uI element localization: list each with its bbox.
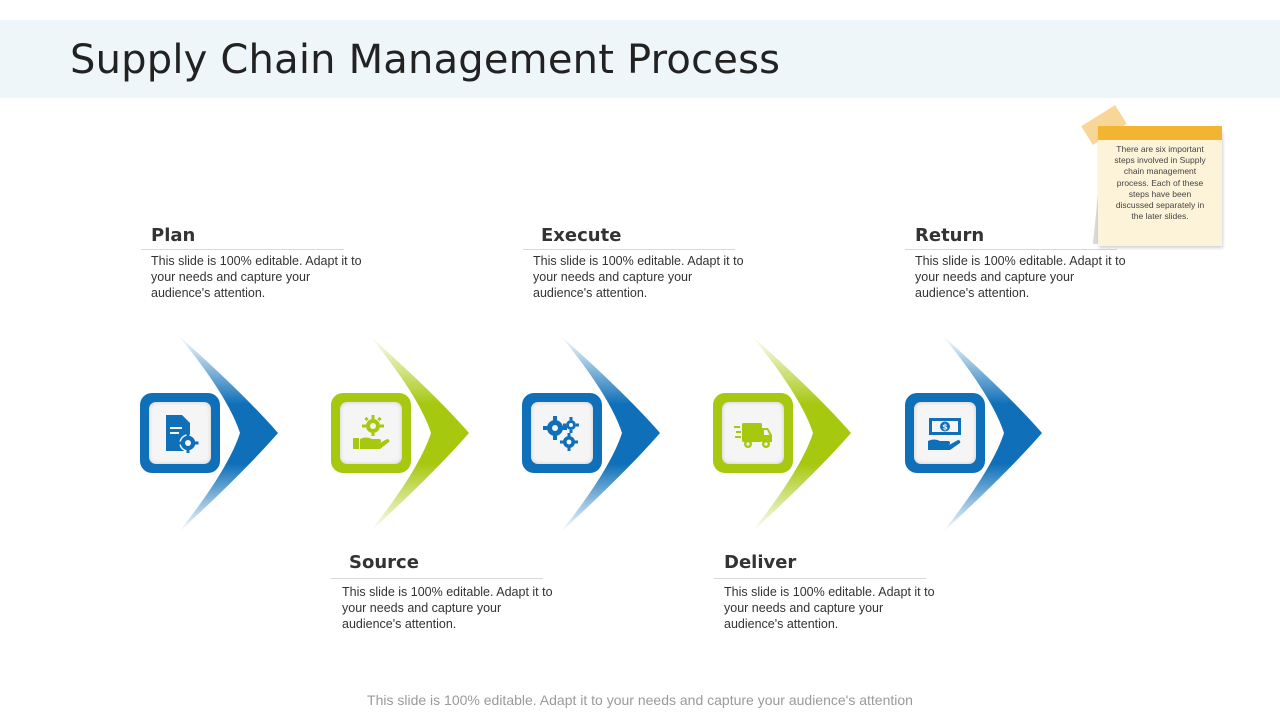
step-title-return: Return [915,225,985,246]
step-divider-execute [523,249,735,250]
chevron-return [942,335,1042,533]
step-title-source: Source [349,552,419,573]
chevron-plan [178,335,278,533]
plan-icon-box [140,393,220,473]
chevron-deliver [751,335,851,533]
sticky-note-text: There are six important steps involved i… [1114,144,1206,222]
step-text-source: This slide is 100% editable. Adapt it to… [342,585,553,631]
step-text-return: This slide is 100% editable. Adapt it to… [915,254,1126,300]
sticky-note-header [1098,126,1222,140]
hand-gear-icon [353,415,390,449]
return-icon-box: $ [905,393,985,473]
step-divider-deliver [714,578,926,579]
money-hand-icon: $ [928,418,961,450]
page-title: Supply Chain Management Process [70,37,781,83]
step-text-deliver: This slide is 100% editable. Adapt it to… [724,585,935,631]
step-title-deliver: Deliver [724,552,797,573]
step-title-plan: Plan [151,225,196,246]
step-title-execute: Execute [541,225,622,246]
source-icon-box [331,393,411,473]
step-divider-plan [141,249,344,250]
deliver-icon-box [713,393,793,473]
sticky-note-paper [1098,130,1222,246]
step-divider-return [905,249,1117,250]
svg-text:$: $ [942,423,948,432]
step-divider-source [331,578,543,579]
delivery-truck-icon [734,423,772,448]
execute-icon-box [522,393,602,473]
chevron-source [369,335,469,533]
document-gear-icon [166,415,199,453]
sticky-note: There are six important steps involved i… [1081,105,1222,246]
step-text-execute: This slide is 100% editable. Adapt it to… [533,254,744,300]
title-bar [0,20,1280,98]
chevron-execute [560,335,660,533]
footer-caption: This slide is 100% editable. Adapt it to… [367,692,913,708]
step-text-plan: This slide is 100% editable. Adapt it to… [151,254,362,300]
gears-icon [543,416,579,451]
